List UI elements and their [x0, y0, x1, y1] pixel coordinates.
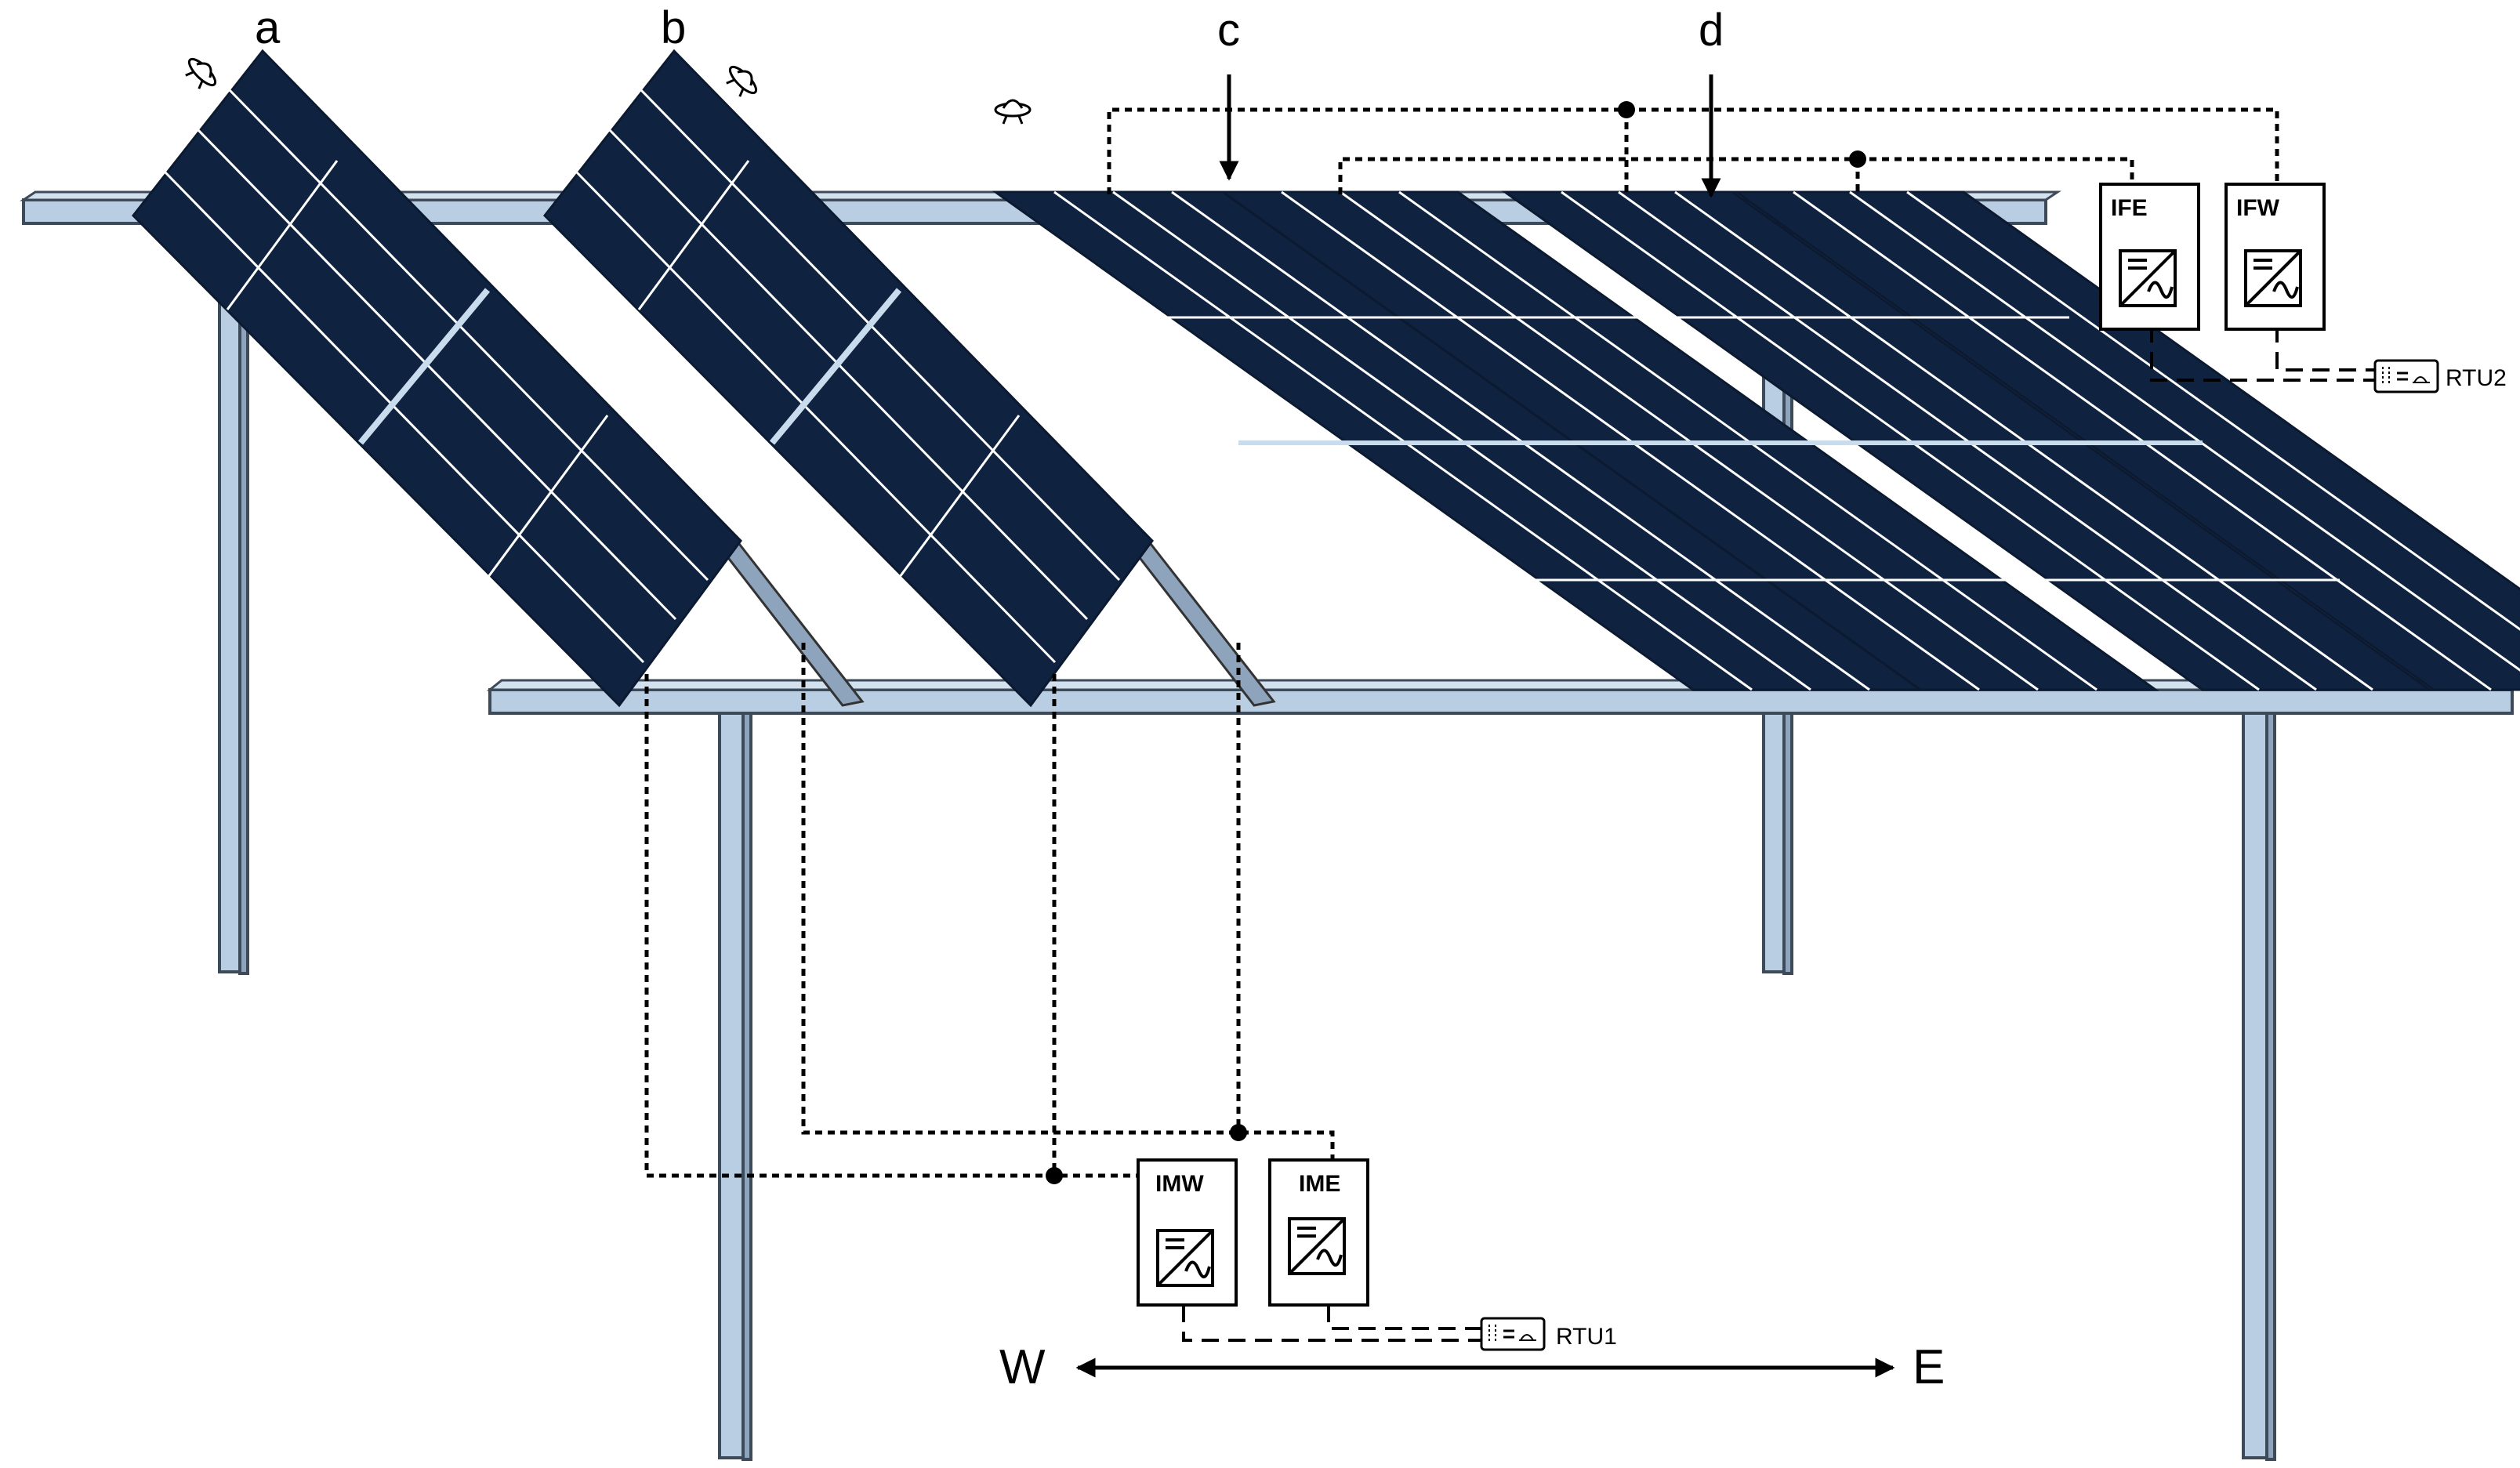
label-b: b	[661, 2, 686, 53]
east-label: E	[1913, 1340, 1945, 1394]
support-leg	[2242, 704, 2276, 1461]
rtu-label: RTU1	[1556, 1324, 1617, 1350]
flat-panel-cell-lines	[1053, 190, 2520, 691]
rtu-label: RTU2	[2446, 365, 2507, 391]
panel-b	[543, 49, 1276, 708]
sensor-icon	[179, 52, 223, 96]
inverter-ime: IME	[1268, 1158, 1369, 1307]
wire-junctions	[1046, 101, 1866, 1184]
rtu1: RTU1	[1480, 1317, 1617, 1351]
inverter-label: IMW	[1155, 1171, 1204, 1197]
label-a: a	[255, 2, 281, 53]
rtu2: RTU2	[2373, 359, 2507, 393]
inverter-ifw: IFW	[2224, 183, 2326, 331]
label-c: c	[1217, 5, 1240, 56]
sensor-icon	[994, 99, 1032, 125]
label-d: d	[1699, 5, 1724, 56]
inverter-label: IFW	[2236, 195, 2280, 221]
panel-a	[132, 49, 865, 708]
inverter-label: IFE	[2111, 195, 2148, 221]
inverter-imw: IMW	[1137, 1158, 1238, 1307]
inverter-label: IME	[1299, 1171, 1340, 1197]
west-label: W	[999, 1340, 1046, 1394]
rtu-wiring	[1182, 325, 2375, 1342]
support-leg	[718, 704, 752, 1461]
sensor-icon	[720, 60, 763, 103]
inverter-ife: IFE	[2099, 183, 2200, 331]
support-leg	[218, 218, 249, 975]
